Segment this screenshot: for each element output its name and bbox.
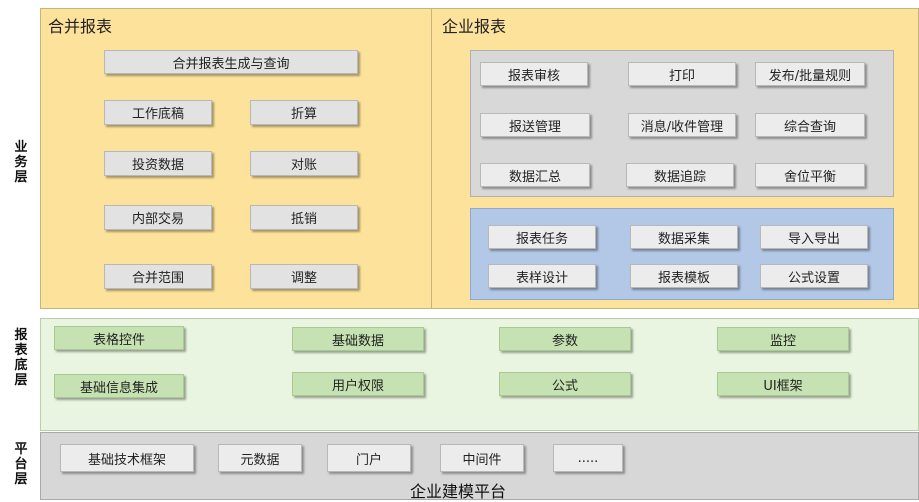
data-summary-button[interactable]: 数据汇总 [480,163,590,187]
formula-button[interactable]: 公式 [499,372,631,396]
metadata-button[interactable]: 元数据 [218,444,302,472]
base-tech-framework-button[interactable]: 基础技术框架 [60,444,194,472]
investment-data-button[interactable]: 投资数据 [104,151,212,176]
reconciliation-button[interactable]: 对账 [250,151,358,176]
monitoring-button[interactable]: 监控 [717,327,849,351]
import-export-button[interactable]: 导入导出 [760,225,868,249]
consolidated-title: 合并报表 [48,17,113,36]
business-divider [431,8,432,309]
offset-button[interactable]: 抵销 [250,205,358,230]
layer-label-report-base: 报表底层 [14,328,28,388]
formula-settings-button[interactable]: 公式设置 [760,264,868,288]
consolidation-scope-button[interactable]: 合并范围 [104,264,212,289]
publish-batch-rules-button[interactable]: 发布/批量规则 [755,62,865,86]
conversion-button[interactable]: 折算 [250,100,358,125]
ui-framework-button[interactable]: UI框架 [717,372,849,396]
internal-transaction-button[interactable]: 内部交易 [104,205,212,230]
working-paper-button[interactable]: 工作底稿 [104,100,212,125]
data-collection-button[interactable]: 数据采集 [630,225,738,249]
submission-management-button[interactable]: 报送管理 [480,113,590,137]
platform-title: 企业建模平台 [410,482,507,501]
message-inbox-management-button[interactable]: 消息/收件管理 [628,113,736,137]
rounding-balance-button[interactable]: 舍位平衡 [755,163,865,187]
basic-info-integration-button[interactable]: 基础信息集成 [54,374,184,398]
enterprise-title: 企业报表 [442,17,507,36]
integrated-query-button[interactable]: 综合查询 [755,113,865,137]
user-permissions-button[interactable]: 用户权限 [292,372,424,396]
form-design-button[interactable]: 表样设计 [488,264,596,288]
report-task-button[interactable]: 报表任务 [488,225,596,249]
portal-button[interactable]: 门户 [327,444,411,472]
report-template-button[interactable]: 报表模板 [630,264,738,288]
table-control-button[interactable]: 表格控件 [54,326,184,350]
middleware-button[interactable]: 中间件 [440,444,524,472]
more-ellipsis-button[interactable]: ..... [553,444,623,472]
print-button[interactable]: 打印 [628,62,736,86]
adjustment-button[interactable]: 调整 [250,264,358,289]
report-audit-button[interactable]: 报表审核 [480,62,588,86]
data-tracking-button[interactable]: 数据追踪 [626,163,734,187]
layer-label-business: 业务层 [14,140,28,185]
layer-label-platform: 平台层 [14,442,28,487]
consolidated-generate-query-button[interactable]: 合并报表生成与查询 [104,50,358,74]
basic-data-button[interactable]: 基础数据 [292,327,424,351]
parameters-button[interactable]: 参数 [499,327,631,351]
